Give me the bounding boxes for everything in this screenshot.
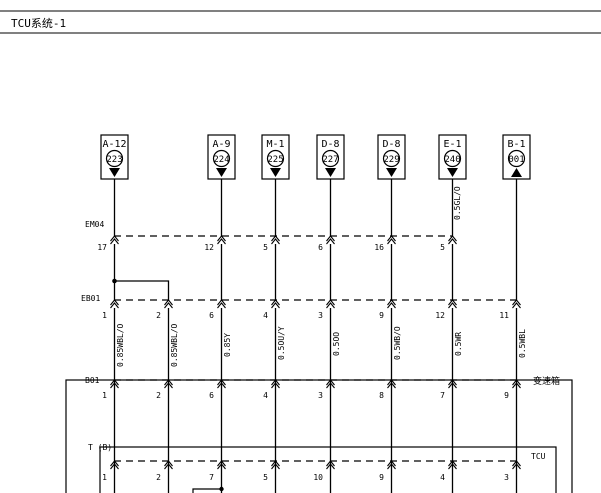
tcu-pin: 9	[379, 473, 384, 482]
ref-code-label: 001	[508, 155, 524, 165]
eb01-pin: 12	[435, 311, 445, 320]
ref-code-label: 227	[322, 155, 338, 165]
tcu-pin: 4	[440, 473, 445, 482]
eb01-pin: 2	[156, 311, 161, 320]
arrow-down-icon	[325, 168, 336, 177]
arrow-up-icon	[511, 168, 522, 177]
tcu-internal-splice	[192, 488, 222, 493]
em04-label: EM04	[85, 220, 104, 229]
tcu-pin: 1	[102, 473, 107, 482]
eb01-pin: 3	[318, 311, 323, 320]
em04-pin: 16	[374, 243, 384, 252]
wire-label: 0.5WBL	[518, 329, 527, 358]
ref-code-label: 225	[267, 155, 283, 165]
wire-label-upper: 0.5GL/O	[453, 186, 462, 220]
arrow-down-icon	[109, 168, 120, 177]
ref-code-label: 229	[383, 155, 399, 165]
middle-wires	[113, 244, 454, 300]
eb01-pin: 4	[263, 311, 268, 320]
eb01-label: EB01	[81, 294, 100, 303]
tcu-pin: 7	[209, 473, 214, 482]
eb01-pin: 11	[499, 311, 509, 320]
ref-code-label: 240	[444, 155, 460, 165]
ref-conn-label: M-1	[266, 139, 284, 150]
tcu-label: TCU	[531, 452, 546, 461]
wire-label: 0.85WBL/O	[170, 323, 179, 367]
lower-wires	[113, 308, 518, 493]
ref-box-3: M-1 225	[261, 134, 290, 180]
wire-label: 0.5OU/Y	[277, 326, 286, 360]
tcu-box	[99, 446, 557, 493]
splice-dot	[112, 278, 117, 284]
wire-label: 0.5OO	[332, 332, 341, 356]
upper-wires	[113, 179, 518, 300]
b01-pin: 1	[102, 391, 107, 400]
tcu-connector-label: T (B)	[88, 443, 112, 452]
ref-box-2: A-9 224	[207, 134, 236, 180]
b01-pin: 9	[504, 391, 509, 400]
transmission-label: 变速箱	[533, 375, 560, 387]
tcu-pin: 5	[263, 473, 268, 482]
b01-pin-marks	[110, 379, 521, 389]
tcu-pin: 3	[504, 473, 509, 482]
wire-label: 0.5WB/O	[393, 326, 402, 360]
b01-pin: 4	[263, 391, 268, 400]
eb01-pin: 1	[102, 311, 107, 320]
arrow-down-icon	[270, 168, 281, 177]
ref-code-label: 223	[106, 155, 122, 165]
eb01-pin: 6	[209, 311, 214, 320]
em04-pin: 6	[318, 243, 323, 252]
em04-pin-marks	[110, 235, 457, 245]
splice-dot	[219, 486, 224, 492]
eb01-pin: 9	[379, 311, 384, 320]
b01-pin: 8	[379, 391, 384, 400]
ref-box-4: D-8 227	[316, 134, 345, 180]
ref-box-7: B-1 001	[502, 134, 531, 180]
ref-conn-label: D-8	[382, 139, 400, 150]
eb01-pin-marks	[110, 299, 521, 309]
em04-pin: 17	[97, 243, 107, 252]
em04-pin: 5	[263, 243, 268, 252]
ref-conn-label: A-9	[212, 139, 230, 150]
b01-label: B01	[85, 376, 100, 385]
b01-pin: 2	[156, 391, 161, 400]
em04-pin: 12	[204, 243, 214, 252]
b01-pin: 7	[440, 391, 445, 400]
ref-conn-label: D-8	[321, 139, 339, 150]
tcu-pin: 10	[313, 473, 323, 482]
b01-pin: 6	[209, 391, 214, 400]
em04-pin: 5	[440, 243, 445, 252]
tcu-pin: 2	[156, 473, 161, 482]
ref-conn-label: A-12	[102, 139, 126, 150]
ref-conn-label: B-1	[507, 139, 525, 150]
page-title: TCU系统-1	[11, 17, 66, 30]
wire-label: 0.85WBL/O	[116, 323, 125, 367]
ref-box-1: A-12 223	[100, 134, 129, 180]
arrow-down-icon	[447, 168, 458, 177]
wire-label: 0.5WR	[454, 332, 463, 356]
tcu-pin-marks	[110, 460, 521, 470]
ref-conn-label: E-1	[443, 139, 461, 150]
ref-box-5: D-8 229	[377, 134, 406, 180]
b01-pin: 3	[318, 391, 323, 400]
ref-box-6: E-1 240	[438, 134, 467, 180]
arrow-down-icon	[386, 168, 397, 177]
arrow-down-icon	[216, 168, 227, 177]
ref-code-label: 224	[213, 155, 229, 165]
wire-label: 0.85Y	[223, 333, 232, 357]
